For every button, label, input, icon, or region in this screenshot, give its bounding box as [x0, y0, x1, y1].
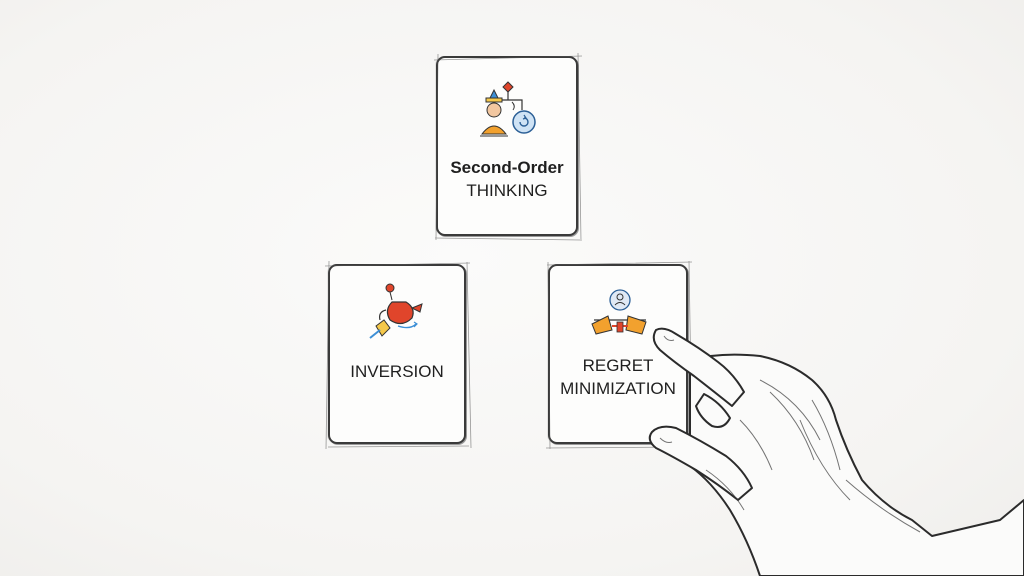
- flip-kettle-icon: [369, 283, 423, 339]
- card-title-line2: MINIMIZATION: [560, 379, 676, 398]
- card-title-line1: Second-Order: [450, 158, 564, 177]
- card-label-inversion: INVERSION: [330, 360, 464, 383]
- decision-tree-person-icon: [480, 81, 536, 137]
- balance-scale-person-icon: [591, 289, 647, 335]
- card-label-second-order: Second-Order THINKING: [438, 156, 576, 202]
- card-title-line2: THINKING: [466, 181, 548, 200]
- card-title-line1: REGRET: [582, 356, 654, 375]
- card-title-line1: INVERSION: [350, 362, 444, 381]
- card-label-regret: REGRET MINIMIZATION: [550, 354, 686, 400]
- card-regret-minimization[interactable]: REGRET MINIMIZATION: [545, 260, 693, 450]
- card-second-order-thinking[interactable]: Second-Order THINKING: [433, 52, 583, 242]
- card-inversion[interactable]: INVERSION: [324, 260, 472, 450]
